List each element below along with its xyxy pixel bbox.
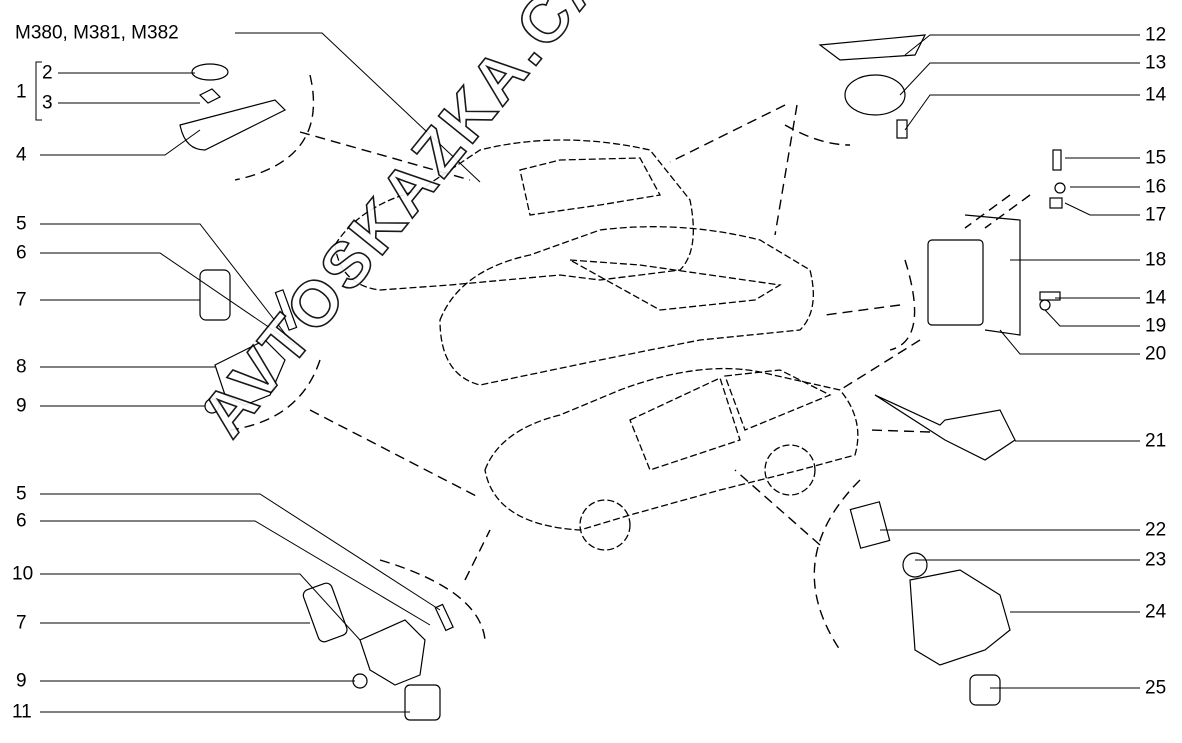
part-label: 5 — [16, 483, 27, 505]
part-label: 23 — [1145, 549, 1167, 571]
car-wagon — [334, 139, 694, 291]
part-label: 5 — [16, 213, 27, 235]
part-label: 14 — [1145, 84, 1167, 106]
part-label: 22 — [1145, 519, 1167, 541]
part-label: 9 — [16, 670, 27, 692]
part-label: 7 — [16, 289, 27, 311]
part-label: 1 — [16, 81, 27, 103]
car-hatchback — [439, 226, 814, 386]
part-label: 13 — [1145, 52, 1167, 74]
model-label: M380, M381, M382 — [15, 22, 179, 44]
part-label: 21 — [1145, 430, 1167, 452]
part-label: 17 — [1145, 204, 1167, 226]
part-label: 3 — [42, 92, 53, 114]
part-label: 15 — [1145, 147, 1167, 169]
part-label: 19 — [1145, 315, 1167, 337]
part-label: 16 — [1145, 176, 1167, 198]
part-label: 14 — [1145, 287, 1167, 309]
part-label: 9 — [16, 395, 27, 417]
part-label: 2 — [42, 62, 53, 84]
part-label: 24 — [1145, 601, 1167, 623]
parts — [179, 34, 1066, 721]
part-label: 10 — [12, 563, 34, 585]
part-label: 7 — [16, 612, 27, 634]
part-label: 4 — [16, 144, 27, 166]
part-label: 20 — [1145, 343, 1167, 365]
part-label: 25 — [1145, 677, 1167, 699]
car-sedan — [484, 367, 859, 551]
part-label: 6 — [16, 510, 27, 532]
part-label: 11 — [12, 701, 32, 723]
part-label: 8 — [16, 356, 27, 378]
leader-lines — [35, 32, 1140, 713]
part-label: 6 — [16, 242, 27, 264]
part-label: 12 — [1145, 24, 1167, 46]
callout-arcs — [229, 74, 1031, 651]
part-label: 18 — [1145, 249, 1167, 271]
